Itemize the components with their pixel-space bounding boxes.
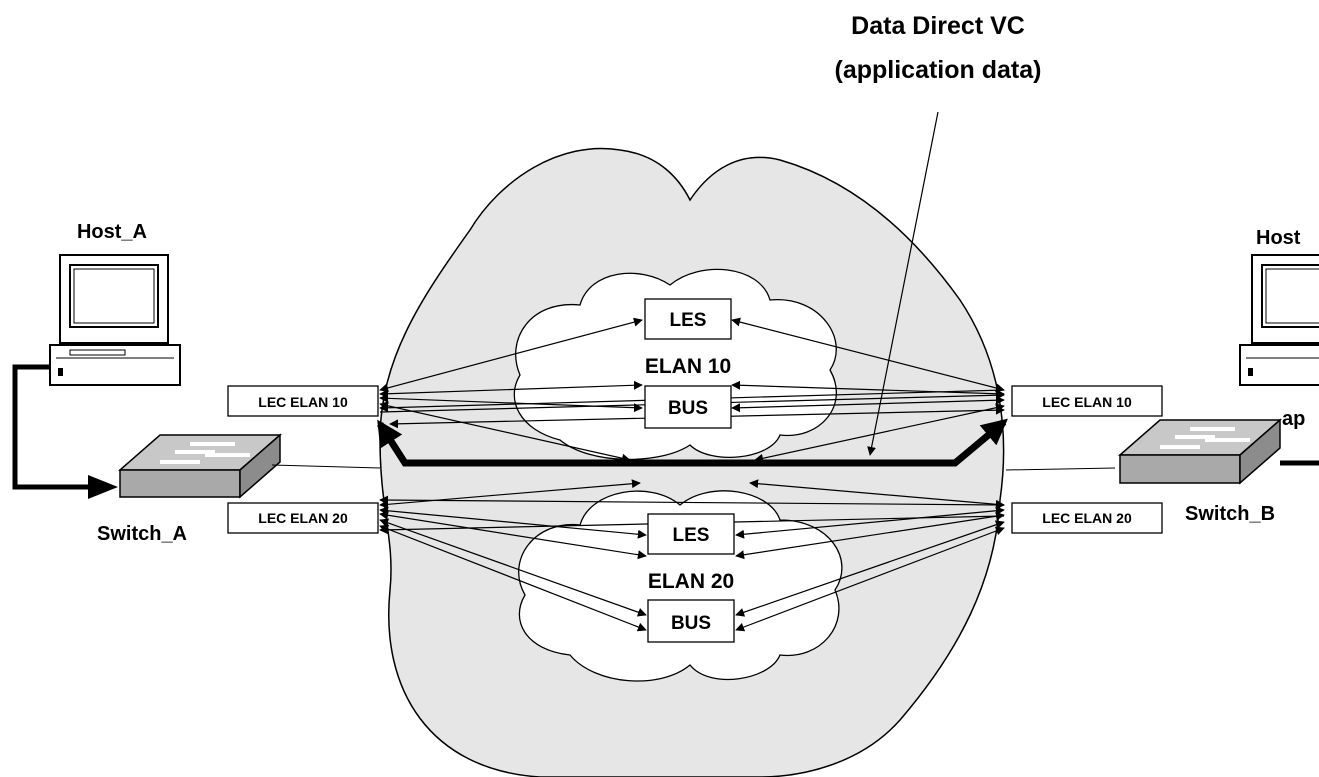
host-a-cable-arrow xyxy=(88,475,118,499)
switch-a-label: Switch_A xyxy=(97,523,187,545)
elan20-name: ELAN 20 xyxy=(648,570,734,593)
elan10-name: ELAN 10 xyxy=(645,355,731,378)
elan20-right-arrows xyxy=(735,479,1005,632)
lec-left-elan20[interactable]: LEC ELAN 20 xyxy=(227,502,379,534)
switch-a-icon[interactable] xyxy=(118,433,282,499)
lec-right-elan10[interactable]: LEC ELAN 10 xyxy=(1011,385,1163,417)
host-b-computer-icon[interactable] xyxy=(1239,254,1319,386)
switch-b-link xyxy=(1005,467,1116,471)
right-cutoff-label: ap xyxy=(1282,408,1305,430)
switch-b-icon[interactable] xyxy=(1118,418,1282,485)
host-b-label: Host xyxy=(1256,227,1301,249)
host-a-computer-icon[interactable] xyxy=(49,254,181,386)
switch-b-label: Switch_B xyxy=(1185,503,1275,525)
elan20-les-box[interactable]: LES xyxy=(647,513,735,555)
elan10-bus-box[interactable]: BUS xyxy=(644,385,732,429)
elan10-les-label: LES xyxy=(670,310,707,331)
host-a-label: Host_A xyxy=(77,221,147,243)
callout-pointer xyxy=(867,111,939,456)
lec-left-elan10[interactable]: LEC ELAN 10 xyxy=(227,385,379,417)
switch-a-link xyxy=(271,464,381,469)
lec-right-elan10-label: LEC ELAN 10 xyxy=(1042,394,1132,410)
elan20-bus-label: BUS xyxy=(671,613,711,634)
elan10-bus-label: BUS xyxy=(668,398,708,419)
callout-subtitle: (application data) xyxy=(835,56,1042,84)
host-a-cable xyxy=(12,364,92,490)
lec-right-elan20-label: LEC ELAN 20 xyxy=(1042,510,1132,526)
lec-right-elan20[interactable]: LEC ELAN 20 xyxy=(1011,502,1163,534)
elan10-les-box[interactable]: LES xyxy=(644,298,732,340)
elan20-les-label: LES xyxy=(673,525,710,546)
lec-left-elan10-label: LEC ELAN 10 xyxy=(258,394,348,410)
callout-title: Data Direct VC xyxy=(851,12,1025,40)
elan20-bus-box[interactable]: BUS xyxy=(647,599,735,643)
lec-left-elan20-label: LEC ELAN 20 xyxy=(258,510,348,526)
data-direct-vc-path xyxy=(377,418,1008,467)
